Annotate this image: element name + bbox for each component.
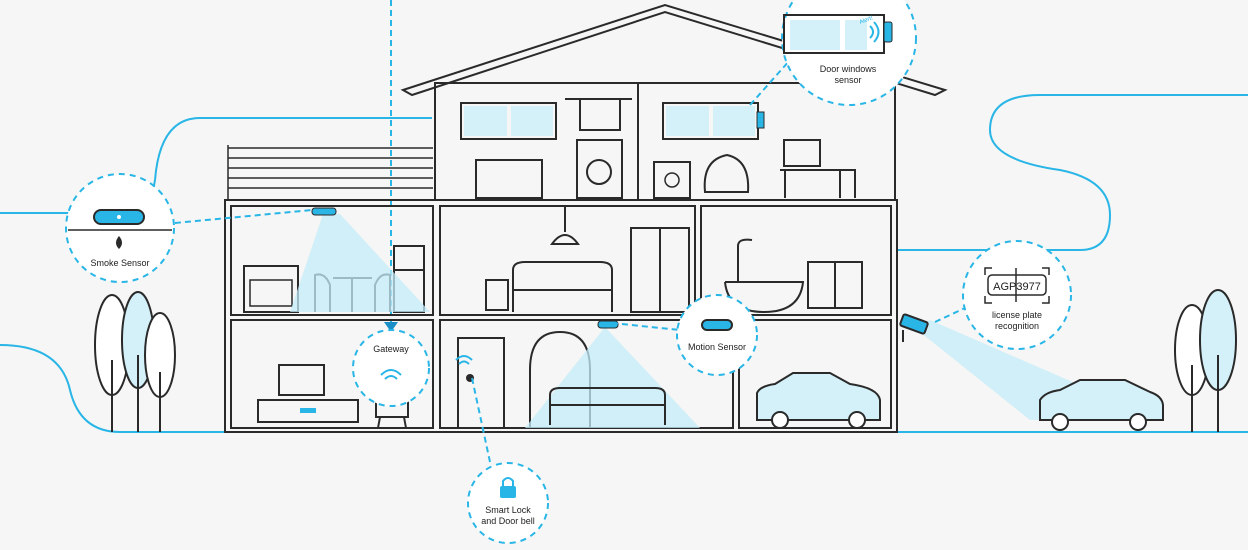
smoke-sensor-label: Smoke Sensor	[90, 258, 149, 268]
smoke-sensor-callout[interactable]: Smoke Sensor	[65, 173, 175, 283]
car-outside	[1039, 379, 1164, 431]
smart-lock-callout[interactable]: Smart Lock and Door bell	[467, 462, 549, 544]
alert-text: Alert!	[859, 15, 875, 26]
smoke-icon	[116, 236, 122, 249]
plate-label-1: license plate	[992, 310, 1042, 320]
deck	[227, 145, 433, 200]
door-window-sensor-callout[interactable]: Alert! Door windows sensor	[781, 0, 917, 106]
smart-lock-label-1: Smart Lock	[485, 505, 531, 515]
plate-label-2: recognition	[995, 321, 1039, 331]
door-sensor-label-1: Door windows	[820, 64, 877, 74]
arrow-icon	[384, 322, 398, 332]
doorbell-wifi-icon	[455, 355, 473, 365]
network-line-right	[897, 94, 1248, 251]
trees-left	[94, 291, 176, 432]
wifi-icon	[380, 369, 402, 380]
trees-right	[1174, 289, 1237, 432]
smart-lock-label-2: and Door bell	[481, 516, 535, 526]
camera-icon	[899, 313, 929, 342]
plate-number: AGP3977	[993, 281, 1041, 293]
motion-sensor-callout[interactable]: Motion Sensor	[676, 294, 758, 376]
gateway-callout[interactable]: Gateway	[352, 329, 430, 407]
network-line-left	[0, 117, 432, 214]
gateway-label: Gateway	[373, 344, 409, 354]
license-plate-callout[interactable]: AGP3977 license plate recognition	[962, 240, 1072, 350]
door-sensor-label-2: sensor	[834, 75, 861, 85]
motion-sensor-label: Motion Sensor	[688, 342, 746, 352]
house	[224, 3, 948, 433]
lock-icon	[500, 477, 516, 498]
ground-line	[0, 344, 1248, 433]
